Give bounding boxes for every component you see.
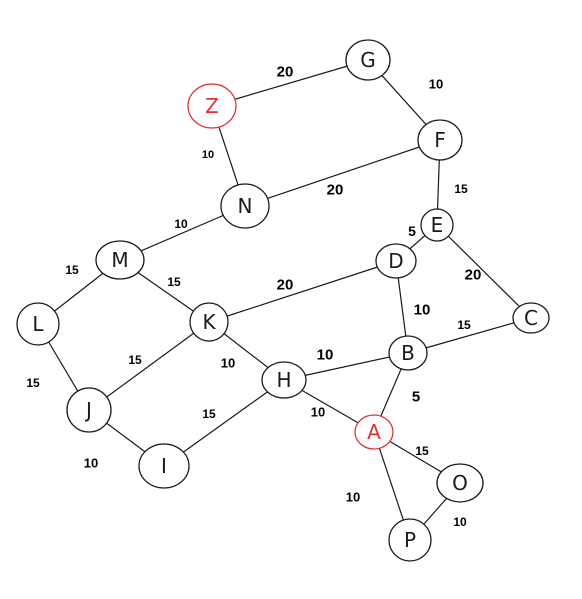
edge-z-g bbox=[211, 59, 369, 107]
node-circle-e bbox=[420, 208, 454, 242]
node-f: F bbox=[417, 119, 463, 161]
edge-weight-a-p: 10 bbox=[346, 490, 360, 505]
node-a: A bbox=[354, 414, 394, 450]
edge-weight-h-i: 15 bbox=[202, 407, 216, 421]
node-z: Z bbox=[187, 83, 237, 129]
edge-weight-h-b: 10 bbox=[317, 347, 334, 364]
edge-weight-e-d: 5 bbox=[408, 223, 416, 239]
edge-e-c bbox=[436, 224, 532, 319]
edge-weight-n-f: 20 bbox=[327, 182, 344, 199]
node-label-n: N bbox=[238, 194, 253, 218]
node-circle-g bbox=[345, 39, 391, 81]
node-label-p: P bbox=[404, 528, 416, 552]
node-circle-o bbox=[436, 463, 484, 503]
edge-weight-f-e: 15 bbox=[454, 182, 468, 196]
edge-weight-n-m: 10 bbox=[174, 217, 188, 231]
node-circle-z bbox=[187, 83, 237, 129]
edge-weight-a-o: 15 bbox=[415, 444, 429, 458]
edge-weight-h-a: 10 bbox=[311, 405, 325, 420]
node-label-i: I bbox=[161, 454, 167, 478]
node-circle-m bbox=[95, 240, 145, 280]
node-label-f: F bbox=[434, 128, 446, 152]
edge-weight-z-n: 10 bbox=[202, 149, 214, 161]
edge-weight-l-j: 15 bbox=[26, 376, 40, 390]
node-j: J bbox=[66, 387, 112, 433]
edge-weight-k-d: 20 bbox=[277, 277, 294, 294]
node-g: G bbox=[345, 39, 391, 81]
edge-weight-m-l: 15 bbox=[65, 263, 79, 277]
node-label-c: C bbox=[524, 306, 538, 330]
edge-b-c bbox=[407, 317, 532, 354]
node-c: C bbox=[512, 302, 550, 334]
edge-weight-b-a: 5 bbox=[412, 389, 420, 406]
edge-weight-p-o: 10 bbox=[453, 515, 467, 529]
node-circle-a bbox=[354, 414, 394, 450]
edge-weight-g-f: 10 bbox=[429, 77, 443, 92]
edge-weight-d-b: 10 bbox=[414, 302, 431, 319]
node-circle-f bbox=[417, 119, 463, 161]
node-d: D bbox=[375, 243, 417, 279]
edge-weights-layer: 20 10 10 20 15 10 5 20 15 15 20 10 15 15 15 10 10 10 5 10 15… bbox=[26, 64, 481, 530]
node-circle-n bbox=[220, 183, 270, 229]
node-k: K bbox=[189, 302, 229, 342]
node-label-o: O bbox=[452, 471, 468, 495]
node-i: I bbox=[138, 443, 190, 489]
node-circle-p bbox=[388, 518, 432, 562]
edge-k-j bbox=[88, 321, 210, 411]
node-label-j: J bbox=[84, 398, 92, 422]
node-circle-l bbox=[16, 302, 60, 346]
node-h: H bbox=[261, 361, 307, 399]
node-label-d: D bbox=[388, 249, 403, 273]
node-o: O bbox=[436, 463, 484, 503]
edge-h-i bbox=[163, 379, 285, 467]
nodes-layer: Z G F N E M D L K C B H J A I O P bbox=[16, 39, 550, 562]
node-p: P bbox=[388, 518, 432, 562]
node-circle-h bbox=[261, 361, 307, 399]
node-label-z: Z bbox=[205, 94, 219, 118]
node-circle-j bbox=[66, 387, 112, 433]
edge-weight-j-i: 10 bbox=[84, 456, 98, 471]
edge-weight-k-j: 15 bbox=[128, 353, 142, 367]
edge-weight-e-c: 20 bbox=[465, 267, 482, 284]
node-circle-i bbox=[138, 443, 190, 489]
node-label-m: M bbox=[111, 248, 128, 272]
node-circle-d bbox=[375, 243, 417, 279]
node-e: E bbox=[420, 208, 454, 242]
node-m: M bbox=[95, 240, 145, 280]
node-b: B bbox=[388, 335, 428, 371]
edge-weight-k-h: 10 bbox=[221, 356, 235, 371]
edge-weight-z-g: 20 bbox=[277, 64, 294, 81]
node-label-g: G bbox=[360, 48, 376, 72]
edge-weight-m-k: 15 bbox=[167, 275, 181, 289]
node-label-e: E bbox=[431, 213, 444, 237]
node-circle-k bbox=[189, 302, 229, 342]
node-n: N bbox=[220, 183, 270, 229]
edge-weight-b-c: 15 bbox=[457, 318, 471, 332]
node-label-b: B bbox=[401, 341, 415, 365]
node-l: L bbox=[16, 302, 60, 346]
node-label-h: H bbox=[276, 368, 291, 392]
node-label-l: L bbox=[32, 312, 44, 336]
node-circle-c bbox=[512, 302, 550, 334]
node-label-k: K bbox=[202, 310, 216, 334]
node-circle-b bbox=[388, 335, 428, 371]
edge-n-f bbox=[244, 139, 441, 207]
node-label-a: A bbox=[367, 420, 381, 444]
edge-k-d bbox=[208, 260, 397, 323]
